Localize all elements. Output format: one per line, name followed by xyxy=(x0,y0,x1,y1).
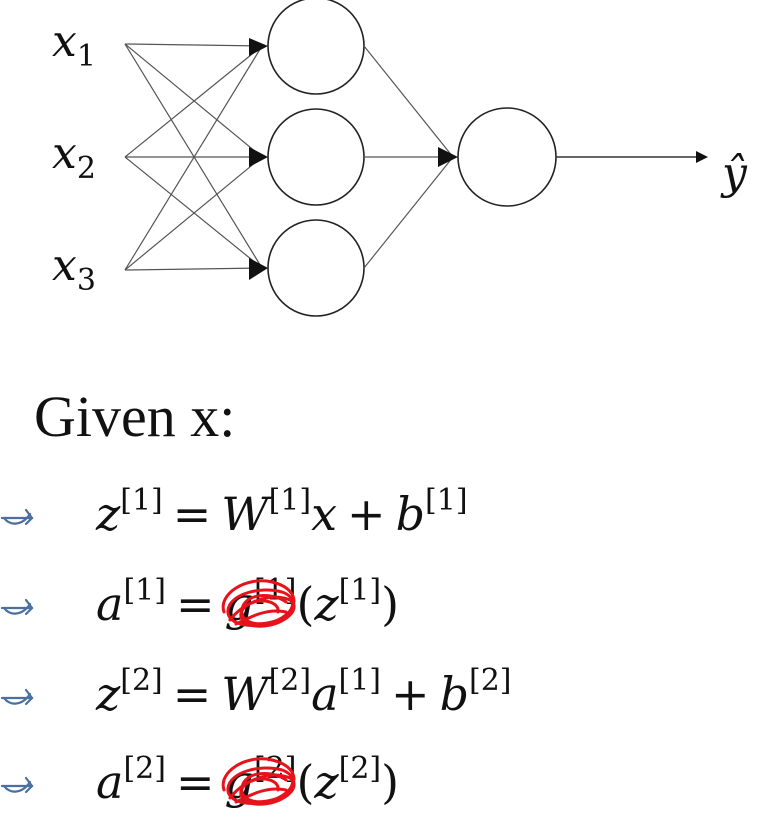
equation-row-1: z[1]=W[1]x+b[1] xyxy=(0,474,776,554)
hidden-arrowheads xyxy=(249,38,268,280)
annotation-arrow-icon xyxy=(0,508,34,526)
activation-function-scribbled: g[1] xyxy=(222,564,296,644)
hidden-node-3 xyxy=(267,219,365,317)
equation-2: a[1]=g[1] (z[1]) xyxy=(96,564,399,644)
equation-3: z[2]=W[2]a[1]+b[2] xyxy=(96,663,512,722)
equation-4: a[2]=g[2] (z[2]) xyxy=(96,742,399,822)
input-label-2: x2 xyxy=(52,128,96,186)
equation-row-3: z[2]=W[2]a[1]+b[2] xyxy=(0,654,776,734)
activation-function-scribbled: g[2] xyxy=(222,742,296,822)
neural-network-diagram: x1 x2 x3 ŷ xyxy=(52,0,748,317)
output-node xyxy=(457,107,557,207)
equation-row-2: a[1]=g[1] (z[1]) xyxy=(0,564,776,644)
input-label-1: x1 xyxy=(52,16,96,74)
hidden-node-2 xyxy=(267,108,365,206)
red-scribble-icon xyxy=(222,757,297,806)
annotation-arrow-icon xyxy=(0,776,34,794)
red-scribble-icon xyxy=(222,579,297,628)
output-label-y-hat: ŷ xyxy=(720,148,748,199)
equation-row-4: a[2]=g[2] (z[2]) xyxy=(0,742,776,822)
hidden-node-1 xyxy=(267,0,365,95)
input-hidden-connections xyxy=(124,43,263,271)
output-arrowhead xyxy=(438,147,458,167)
annotation-arrow-icon xyxy=(0,598,34,616)
hidden-layer xyxy=(267,0,365,317)
input-label-3: x3 xyxy=(52,240,96,298)
annotation-arrow-icon xyxy=(0,688,34,706)
equation-1: z[1]=W[1]x+b[1] xyxy=(96,483,468,542)
given-heading: Given x: xyxy=(34,384,236,449)
